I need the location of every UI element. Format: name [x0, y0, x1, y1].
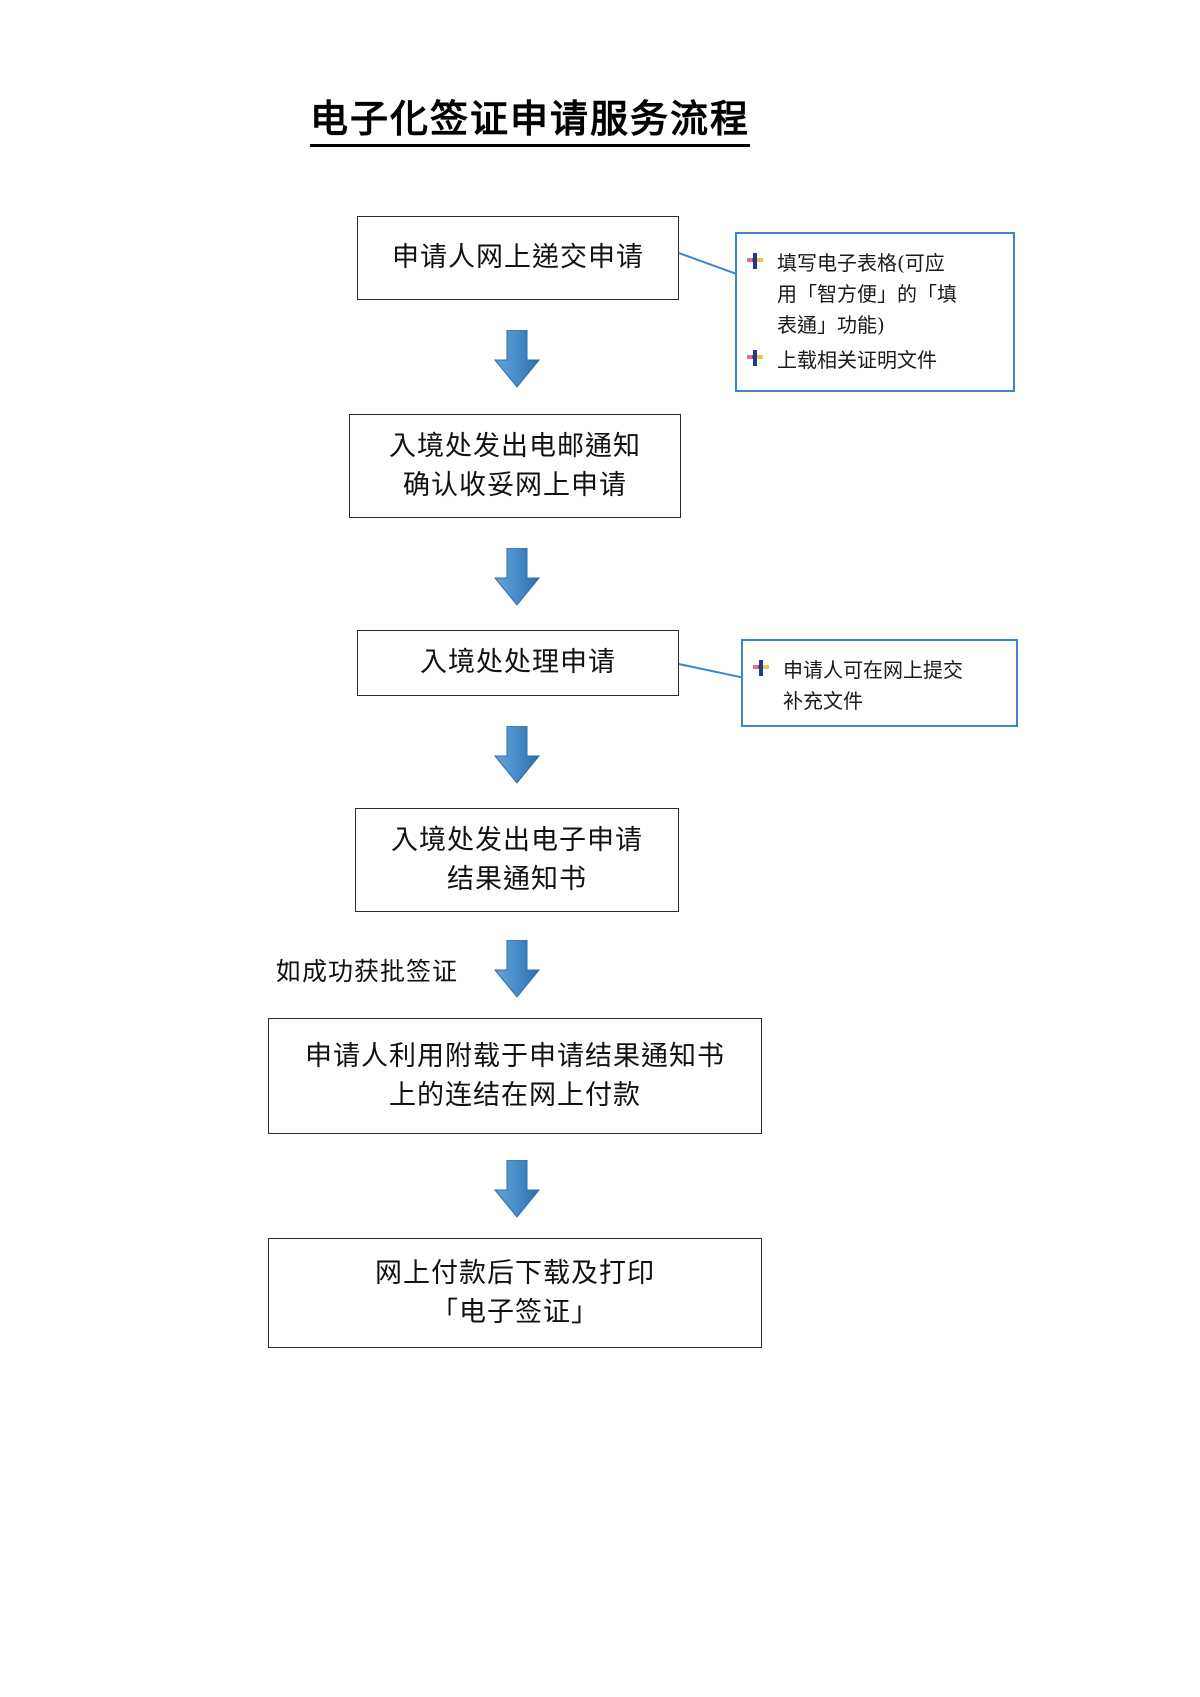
- page-title: 电子化签证申请服务流程: [0, 96, 1060, 147]
- flow-step-4-box: 入境处发出电子申请 结果通知书: [355, 808, 679, 912]
- flow-step-5-box: 申请人利用附载于申请结果通知书 上的连结在网上付款: [268, 1018, 762, 1134]
- note-box-2: 申请人可在网上提交 补充文件: [741, 639, 1018, 727]
- connector-line-step1-to-note1: [678, 252, 736, 275]
- flow-step-1-label: 申请人网上递交申请: [392, 242, 644, 274]
- flow-step-1-box: 申请人网上递交申请: [357, 216, 679, 300]
- bullet-arrow-icon: [753, 660, 773, 682]
- flow-step-3-label: 入境处处理申请: [420, 647, 616, 679]
- flow-step-2-box: 入境处发出电邮通知 确认收妥网上申请: [349, 414, 681, 518]
- page-title-text: 电子化签证申请服务流程: [309, 96, 750, 147]
- down-arrow-icon: [493, 725, 541, 784]
- bullet-arrow-icon: [747, 253, 767, 275]
- flow-step-2-label: 入境处发出电邮通知 确认收妥网上申请: [389, 430, 641, 501]
- condition-label: 如成功获批签证: [276, 957, 459, 986]
- note-1-item-2-label: 上载相关证明文件: [777, 348, 937, 372]
- note-box-1: 填写电子表格(可应 用「智方便」的「填 表通」功能) 上载相关证明文件: [735, 232, 1015, 392]
- flow-step-4-label: 入境处发出电子申请 结果通知书: [391, 824, 643, 895]
- down-arrow-icon: [493, 329, 541, 388]
- note-list-item: 申请人可在网上提交 补充文件: [753, 655, 1004, 717]
- note-list-item: 填写电子表格(可应 用「智方便」的「填 表通」功能): [747, 248, 1001, 341]
- flow-step-6-label: 网上付款后下载及打印 「电子签证」: [375, 1257, 655, 1328]
- note-list-item: 上载相关证明文件: [747, 345, 1001, 376]
- down-arrow-icon: [493, 1159, 541, 1218]
- connector-line-step3-to-note2: [678, 663, 744, 679]
- note-1-item-1-label: 填写电子表格(可应 用「智方便」的「填 表通」功能): [777, 251, 957, 337]
- flow-step-6-box: 网上付款后下载及打印 「电子签证」: [268, 1238, 762, 1348]
- flow-step-5-label: 申请人利用附载于申请结果通知书 上的连结在网上付款: [305, 1040, 725, 1111]
- flow-step-3-box: 入境处处理申请: [357, 630, 679, 696]
- note-2-item-1-label: 申请人可在网上提交 补充文件: [783, 658, 963, 713]
- down-arrow-icon: [493, 547, 541, 606]
- bullet-arrow-icon: [747, 350, 767, 372]
- down-arrow-icon: [493, 939, 541, 998]
